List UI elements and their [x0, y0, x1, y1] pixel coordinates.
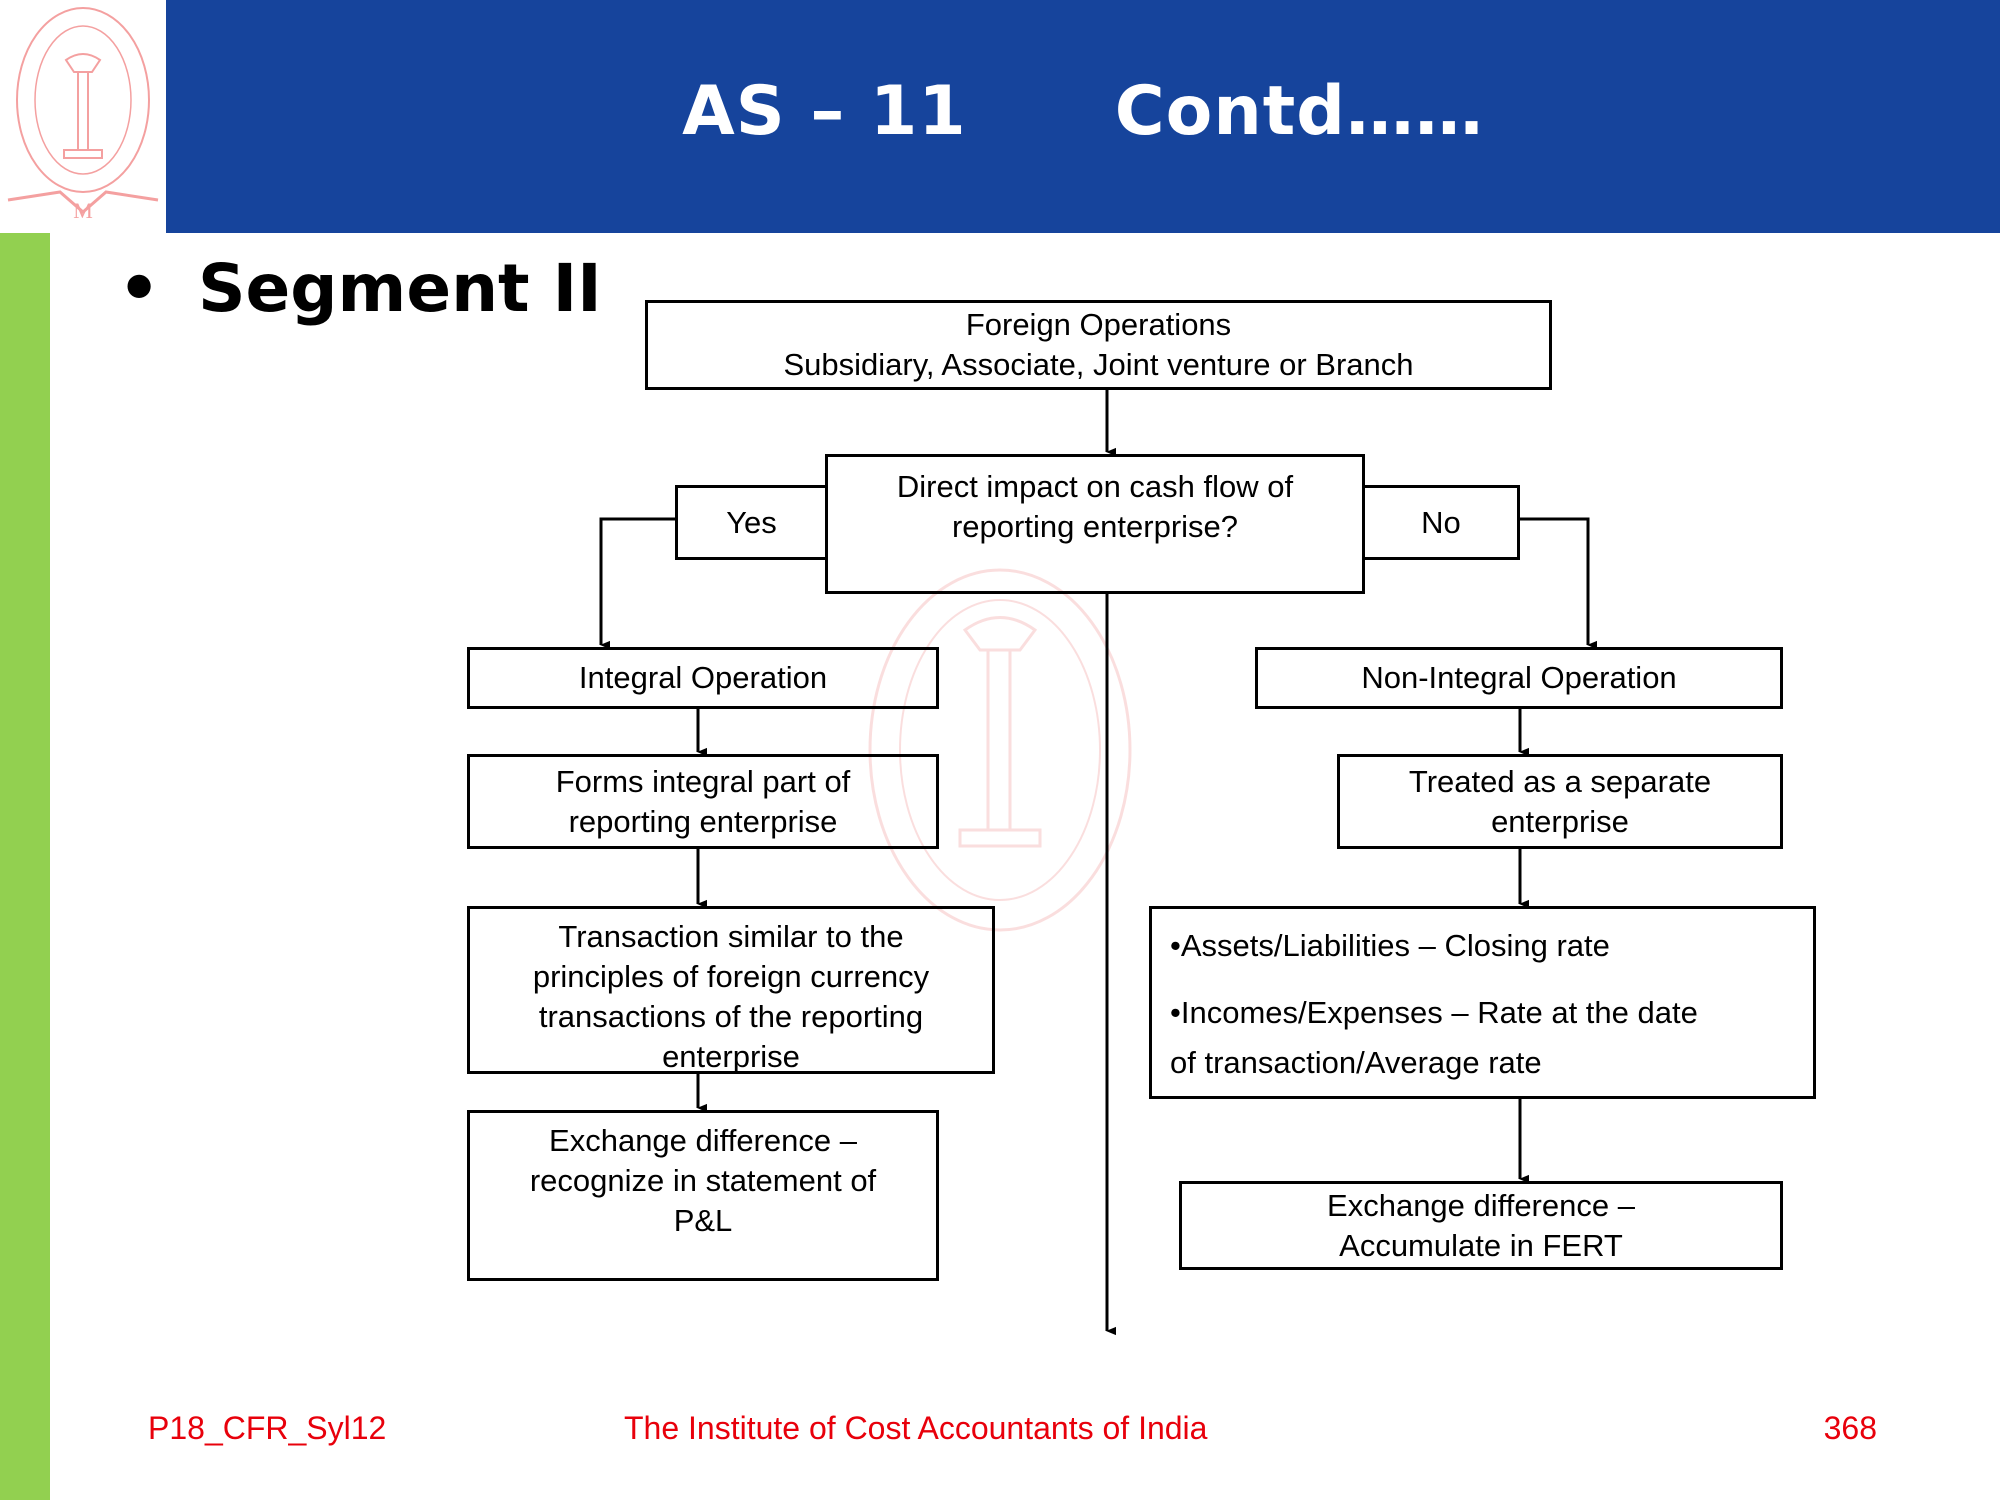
box-text: transactions of the reporting: [538, 999, 924, 1034]
box-forms-integral-part: Forms integral part of reporting enterpr…: [467, 754, 939, 849]
box-text: principles of foreign currency: [532, 959, 930, 994]
box-text: •Incomes/Expenses – Rate at the date: [1170, 995, 1698, 1030]
box-text: Foreign Operations: [965, 307, 1232, 342]
box-text: reporting enterprise: [568, 803, 838, 839]
box-text: •Assets/Liabilities – Closing rate: [1170, 928, 1610, 963]
box-no: No: [1362, 485, 1520, 560]
bullet-heading: • Segment II: [118, 250, 602, 327]
box-text: No: [1421, 504, 1461, 540]
box-non-integral-operation: Non-Integral Operation: [1255, 647, 1783, 709]
box-text: Direct impact on cash flow of: [896, 469, 1294, 504]
watermark-logo: [868, 568, 1132, 932]
box-text: Transaction similar to the: [558, 919, 904, 954]
box-text: enterprise: [662, 1039, 800, 1074]
footer-course-code: P18_CFR_Syl12: [148, 1410, 387, 1446]
box-transaction-similar: Transaction similar to the principles of…: [467, 906, 995, 1074]
green-sidebar-bar: [0, 233, 50, 1500]
bullet-dot: •: [118, 250, 161, 327]
box-text: Accumulate in FERT: [1339, 1227, 1623, 1263]
slide-title: AS – 11 Contd……: [682, 72, 1484, 151]
institute-logo: M: [7, 7, 159, 223]
box-text: P&L: [673, 1203, 733, 1238]
box-exchange-difference-pl: Exchange difference – recognize in state…: [467, 1110, 939, 1281]
box-direct-impact-question: Direct impact on cash flow of reporting …: [825, 454, 1365, 594]
box-treated-separate: Treated as a separate enterprise: [1337, 754, 1783, 849]
header-bar: AS – 11 Contd……: [166, 0, 2000, 233]
footer-page-number: 368: [1823, 1410, 1877, 1446]
box-text: Non-Integral Operation: [1361, 660, 1677, 695]
svg-text:M: M: [73, 198, 93, 223]
box-integral-operation: Integral Operation: [467, 647, 939, 709]
box-text: Treated as a separate: [1408, 763, 1712, 799]
arrow-yes-to-integral: [599, 517, 675, 645]
box-text: Yes: [726, 504, 777, 540]
box-exchange-difference-fert: Exchange difference – Accumulate in FERT: [1179, 1181, 1783, 1270]
arrow-no-to-nonintegral: [1520, 517, 1588, 645]
box-translation-rates: •Assets/Liabilities – Closing rate •Inco…: [1149, 906, 1816, 1099]
box-text: Exchange difference –: [549, 1123, 857, 1158]
box-text: Forms integral part of: [555, 763, 851, 799]
box-foreign-operations: Foreign Operations Subsidiary, Associate…: [645, 300, 1552, 390]
box-yes: Yes: [675, 485, 828, 560]
box-text: Subsidiary, Associate, Joint venture or …: [783, 347, 1414, 382]
box-text: Integral Operation: [578, 660, 828, 695]
box-text: Exchange difference –: [1327, 1187, 1635, 1223]
box-text: enterprise: [1491, 803, 1629, 839]
box-text: reporting enterprise?: [951, 509, 1239, 544]
box-text: recognize in statement of: [529, 1163, 877, 1198]
box-text: of transaction/Average rate: [1170, 1045, 1542, 1080]
footer-institute-name: The Institute of Cost Accountants of Ind…: [624, 1410, 1208, 1446]
segment-heading: Segment II: [198, 250, 602, 327]
